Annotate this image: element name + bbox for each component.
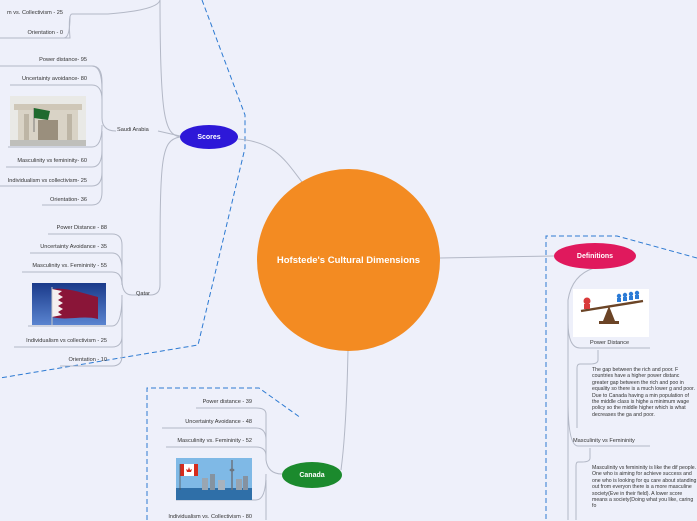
qatar-uncertainty-avoidance[interactable]: Uncertainty Avoidance - 35 [40, 244, 107, 251]
saudi-masculinity[interactable]: Masculinity vs femininity- 60 [17, 158, 87, 165]
saudi-orientation[interactable]: Orientation- 36 [50, 197, 87, 204]
canada-label: Canada [299, 472, 324, 479]
qatar-masculinity[interactable]: Masculinity vs. Femininity - 55 [32, 263, 107, 270]
central-topic-node[interactable]: Hofstede's Cultural Dimensions [257, 169, 440, 351]
connector-scores-spine [160, 0, 180, 137]
connector-scores-qatar [132, 137, 180, 295]
connector-def-mf-text [576, 448, 590, 520]
qatar-orientation[interactable]: Orientation - 10 [68, 357, 107, 364]
connector-canada-mf [166, 447, 266, 456]
connector-top-partial [0, 0, 160, 38]
canada-power-distance[interactable]: Power distance - 39 [203, 399, 252, 406]
saudi-uncertainty-avoidance[interactable]: Uncertainty avoidance- 80 [22, 76, 87, 83]
power-distance-topic[interactable]: Power Distance [590, 340, 629, 347]
power-distance-definition-text: The gap between the rich and poor. F cou… [592, 367, 697, 418]
saudi-power-distance[interactable]: Power distance- 95 [39, 57, 87, 64]
masculinity-topic[interactable]: Masculinity vs Femininity [573, 438, 635, 445]
qatar-topic[interactable]: Qatar [136, 291, 150, 298]
canada-image [176, 458, 252, 500]
connector-central-canada [341, 350, 348, 470]
scores-node[interactable]: Scores [180, 125, 238, 149]
saudi-individualism[interactable]: Individualism vs collectivism- 25 [8, 178, 87, 185]
top-orientation-item[interactable]: Orientation - 0 [28, 30, 63, 37]
connector-scores-saudi [158, 131, 180, 136]
top-collectivism-item[interactable]: m vs. Collectivism - 25 [7, 10, 63, 17]
connector-central-definitions [440, 256, 554, 258]
scores-label: Scores [197, 134, 220, 141]
canada-masculinity[interactable]: Masculinity vs. Femininity - 52 [177, 438, 252, 445]
qatar-flag-image [32, 283, 106, 325]
qatar-power-distance[interactable]: Power Distance - 88 [57, 225, 107, 232]
saudi-arabia-topic[interactable]: Saudi Arabia [117, 127, 149, 134]
canada-uncertainty-avoidance[interactable]: Uncertainty Avoidance - 48 [185, 419, 252, 426]
definitions-node[interactable]: Definitions [554, 243, 636, 269]
canada-node[interactable]: Canada [282, 462, 342, 488]
central-topic-label: Hofstede's Cultural Dimensions [277, 255, 420, 266]
saudi-arabia-image [10, 96, 86, 146]
masculinity-definition-text: Masculinity vs femininity is like the di… [592, 465, 697, 510]
definitions-label: Definitions [577, 253, 613, 260]
power-distance-image [573, 289, 649, 337]
qatar-individualism[interactable]: Individualism vs collectivism - 25 [26, 338, 107, 345]
connector-central-scores [238, 139, 302, 182]
